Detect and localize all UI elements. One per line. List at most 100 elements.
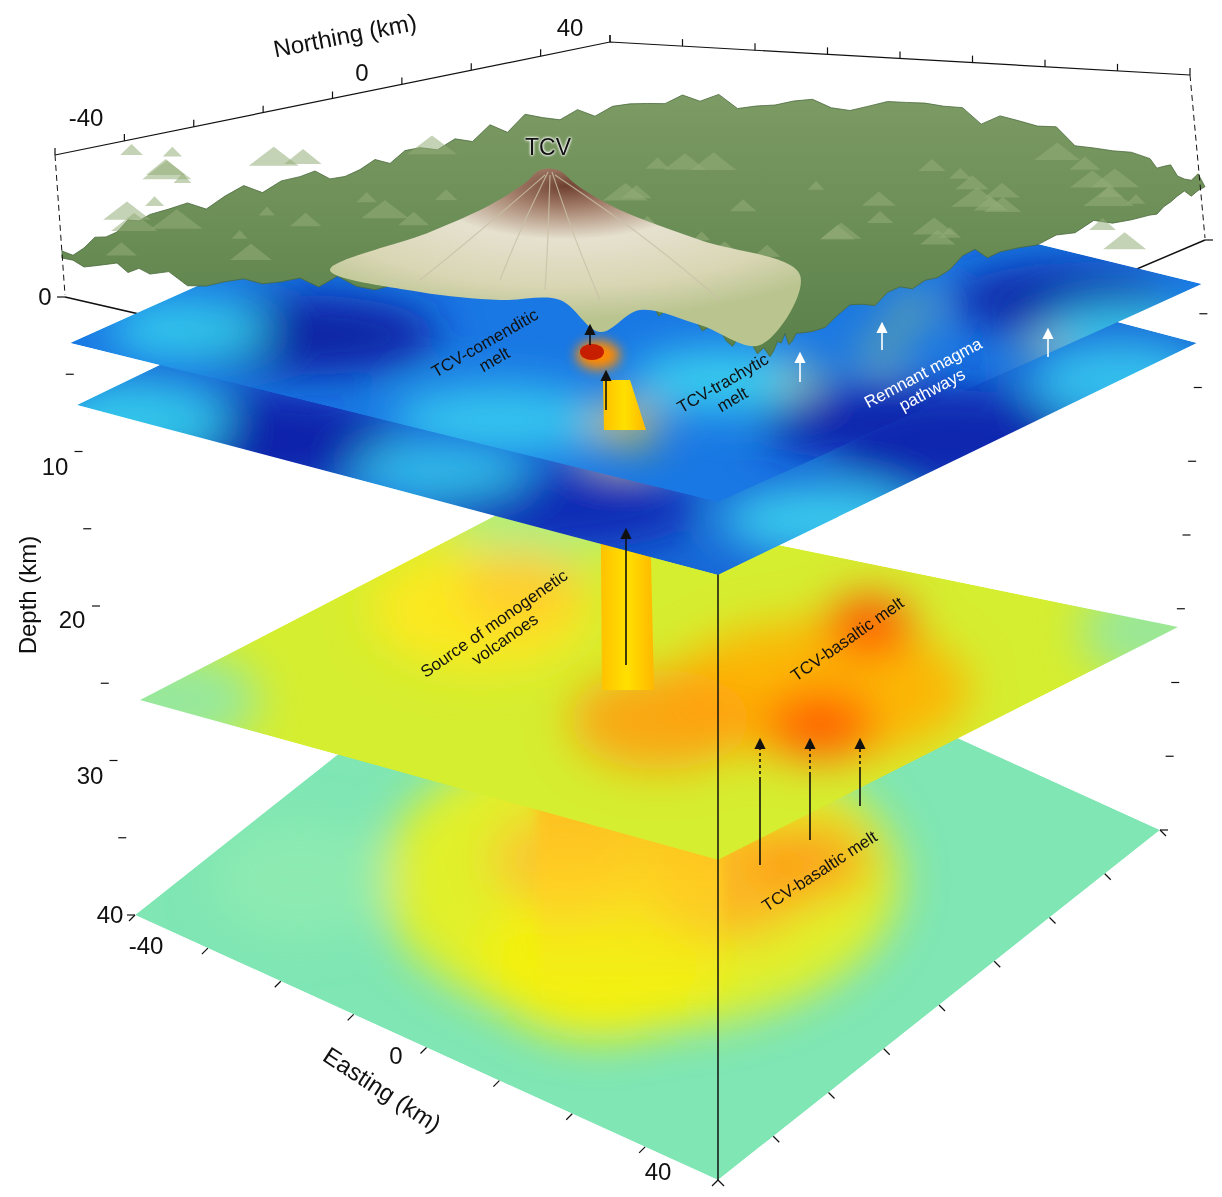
axis-tick: [263, 106, 264, 113]
axis-tick: [1117, 64, 1118, 71]
tick-label: -40: [129, 933, 164, 959]
axis-tick: [348, 1014, 354, 1020]
axis-tick: [332, 92, 333, 99]
terrain-hill: [145, 196, 164, 206]
layer-label: TCV-comenditic melt: [424, 303, 555, 400]
tomography-anomaly: [765, 690, 875, 760]
terrain-hill: [151, 209, 203, 228]
terrain-hill: [111, 213, 158, 231]
axis-tick: [83, 528, 91, 529]
axis-title: Depth (km): [15, 536, 41, 655]
axis-tick: [1105, 874, 1111, 880]
tomography-anomaly: [1040, 305, 1200, 365]
tick-label: 0: [38, 284, 51, 310]
pathway-arrow: [1048, 330, 1049, 357]
volcano-ridge: [555, 175, 720, 300]
axis-tick: [1199, 313, 1207, 314]
axis-tick: [118, 837, 126, 838]
axis-tick: [566, 1114, 572, 1120]
terrain-hill: [730, 199, 757, 211]
axis-tick: [1050, 918, 1056, 924]
tomography-anomaly: [1080, 580, 1220, 680]
axis-tick: [124, 134, 125, 141]
ascent-arrow: [606, 372, 607, 410]
right-depth-ticks: [1160, 240, 1213, 830]
terrain-hill: [912, 217, 956, 234]
axis-tick: [639, 1147, 645, 1153]
terrain-hill: [1103, 232, 1146, 249]
axis-tick: [101, 683, 109, 684]
axis-tick: [1160, 829, 1168, 830]
axis-tick: [718, 1180, 724, 1186]
terrain-hill: [230, 244, 272, 261]
melt-body: [580, 344, 604, 360]
arrow-shaft: [1047, 330, 1049, 357]
axis-title: Northing (km): [271, 9, 419, 63]
tick-label: 30: [77, 763, 104, 789]
layer-label: Remnant magma pathways: [857, 333, 998, 432]
axis-tick: [66, 374, 74, 375]
volcano-ridge: [420, 175, 545, 280]
ascent-arrow: [860, 740, 861, 806]
axis-tick: [754, 43, 755, 50]
volcano-ridge: [500, 172, 548, 280]
volcano-ridges: [420, 172, 720, 300]
axis-tick: [1171, 682, 1179, 683]
axis-tick: [1194, 387, 1202, 388]
terrain-hill: [284, 149, 321, 164]
axis-tick: [1205, 239, 1213, 240]
axis-tick: [202, 948, 208, 954]
axis-tick: [110, 760, 118, 761]
axis-tick: [1177, 608, 1185, 609]
arrow-shaft: [759, 740, 761, 780]
tick-label: 40: [557, 15, 584, 41]
terrain-hill: [435, 189, 457, 200]
terrain-hill: [120, 144, 143, 155]
arrow-shaft: [799, 354, 801, 382]
ascent-arrow: [626, 530, 627, 665]
axis-tick: [57, 296, 65, 297]
terrain-hill: [1126, 194, 1145, 204]
axis-frame: [55, 155, 65, 295]
tomography-anomaly: [210, 820, 390, 940]
terrain-hill: [984, 197, 1022, 212]
axis-tick: [471, 63, 472, 70]
axis-tick: [493, 1081, 499, 1087]
axis-tick: [1160, 830, 1166, 836]
axis-tick: [712, 1180, 718, 1186]
terrain-hill: [984, 183, 1020, 198]
arrow-shaft: [809, 775, 811, 840]
terrain-hill: [918, 159, 945, 171]
terrain-hill: [1089, 218, 1116, 230]
axis-tick: [1188, 461, 1196, 462]
depth-ticks: [57, 297, 135, 915]
axis-tick: [884, 1049, 890, 1055]
layer-label: TCV-basaltic melt: [788, 594, 908, 686]
axis-tick: [275, 981, 281, 987]
tick-label: 20: [59, 607, 86, 633]
tick-label: 40: [97, 902, 124, 928]
terrain-hill: [174, 174, 192, 183]
tomography-anomaly: [720, 485, 920, 555]
axis-tick: [827, 47, 828, 54]
axis-tick: [609, 35, 610, 42]
terrain-hill: [956, 175, 989, 189]
arrow-shaft: [589, 326, 591, 345]
terrain-hill: [398, 212, 429, 225]
axis-tick: [421, 1048, 427, 1054]
terrain-hill: [949, 168, 971, 179]
volcano-ridge: [545, 175, 550, 290]
arrow-shaft: [759, 780, 761, 865]
terrain-hill: [1070, 170, 1115, 187]
stratovolcano: [330, 168, 801, 346]
tomography-anomaly: [110, 300, 270, 360]
axis-tick: [401, 77, 402, 84]
layer-label: TCV-trachytic melt: [667, 346, 790, 438]
axis-frame: [55, 42, 1190, 155]
tomography-anomaly: [1030, 340, 1210, 420]
terrain-surface: [62, 94, 1205, 356]
axis-tick: [829, 1093, 835, 1099]
layer-label: Source of monogenetic volcanoes: [418, 567, 583, 698]
